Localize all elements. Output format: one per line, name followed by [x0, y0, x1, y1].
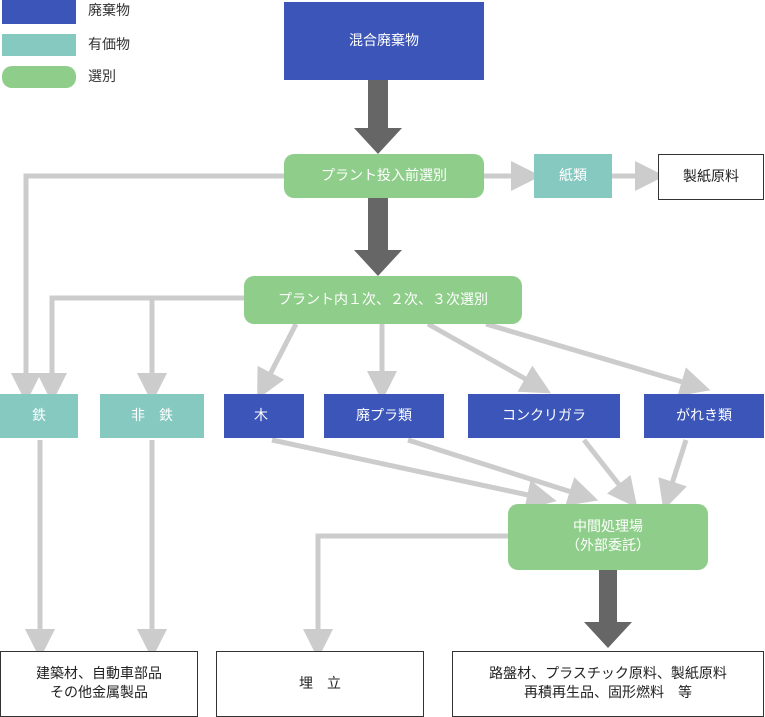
arrow-plastic-to-intermediate	[407, 437, 599, 506]
legend-sorting-label: 選別	[88, 69, 116, 85]
arrow-wood-to-intermediate	[271, 437, 557, 510]
node-iron-label: 鉄	[32, 407, 46, 424]
arrow-plant-to-concrete	[426, 321, 552, 394]
node-landfill: 埋 立	[216, 651, 424, 717]
node-concrete-label: コンクリガラ	[502, 407, 586, 424]
node-pre-sorting-label: プラント投入前選別	[321, 167, 447, 184]
major-flow-arrows	[354, 80, 632, 648]
node-metal-products-line1: 建築材、自動車部品	[36, 666, 162, 682]
legend-valuable-swatch	[2, 34, 76, 56]
node-rubble: がれき類	[644, 394, 764, 438]
node-intermediate-line1: 中間処理場	[573, 519, 643, 535]
node-metal-products-line2: その他金属製品	[50, 685, 148, 701]
node-metal-products: 建築材、自動車部品 その他金属製品	[0, 651, 198, 717]
arrow-mixed-to-presort	[354, 80, 402, 154]
arrow-concrete-to-intermediate	[582, 438, 638, 508]
node-mixed-waste: 混合廃棄物	[284, 2, 484, 80]
node-wood-label: 木	[254, 407, 268, 424]
node-iron: 鉄	[0, 394, 78, 438]
legend-waste-label: 廃棄物	[88, 3, 130, 19]
arrow-plant-to-rubble	[485, 321, 711, 397]
arrow-rubble-to-intermediate	[658, 439, 689, 511]
arrow-presort-to-iron	[11, 173, 286, 403]
arrow-intermediate-to-recycled	[584, 570, 632, 648]
node-recycled-products: 路盤材、プラスチック原料、製紙原料 再積再生品、固形燃料 等	[452, 651, 764, 717]
node-recycled-line1: 路盤材、プラスチック原料、製紙原料	[489, 666, 727, 682]
arrow-plant-to-wood	[257, 322, 299, 400]
node-plant-sorting: プラント内１次、２次、３次選別	[244, 276, 522, 324]
arrow-intermediate-to-landfill	[303, 533, 510, 659]
node-pre-sorting: プラント投入前選別	[284, 154, 484, 198]
node-concrete: コンクリガラ	[468, 394, 620, 438]
arrow-presort-to-plant	[354, 198, 402, 276]
node-landfill-label: 埋 立	[299, 675, 341, 692]
legend-sorting-swatch	[2, 66, 76, 88]
node-wood: 木	[224, 394, 304, 438]
minor-flow-arrows	[11, 161, 711, 659]
node-paper-material-label: 製紙原料	[683, 168, 739, 185]
node-paper-label: 紙類	[559, 167, 587, 184]
node-recycled-line2: 再積再生品、固形燃料 等	[523, 685, 692, 701]
node-waste-plastic: 廃プラ類	[324, 394, 444, 438]
node-intermediate-line2: （外部委託）	[566, 538, 650, 554]
node-paper-material: 製紙原料	[658, 154, 764, 200]
node-paper: 紙類	[534, 154, 612, 198]
node-waste-plastic-label: 廃プラ類	[356, 407, 412, 424]
legend-waste-swatch	[2, 0, 76, 24]
node-intermediate: 中間処理場 （外部委託）	[508, 504, 708, 570]
legend-valuable-label: 有価物	[88, 37, 130, 53]
arrow-plant-to-iron	[37, 295, 246, 403]
node-rubble-label: がれき類	[676, 407, 732, 424]
node-nonferrous-label: 非 鉄	[131, 407, 173, 424]
node-plant-sorting-label: プラント内１次、２次、３次選別	[278, 291, 488, 308]
node-nonferrous: 非 鉄	[100, 394, 204, 438]
node-mixed-waste-label: 混合廃棄物	[349, 32, 419, 49]
